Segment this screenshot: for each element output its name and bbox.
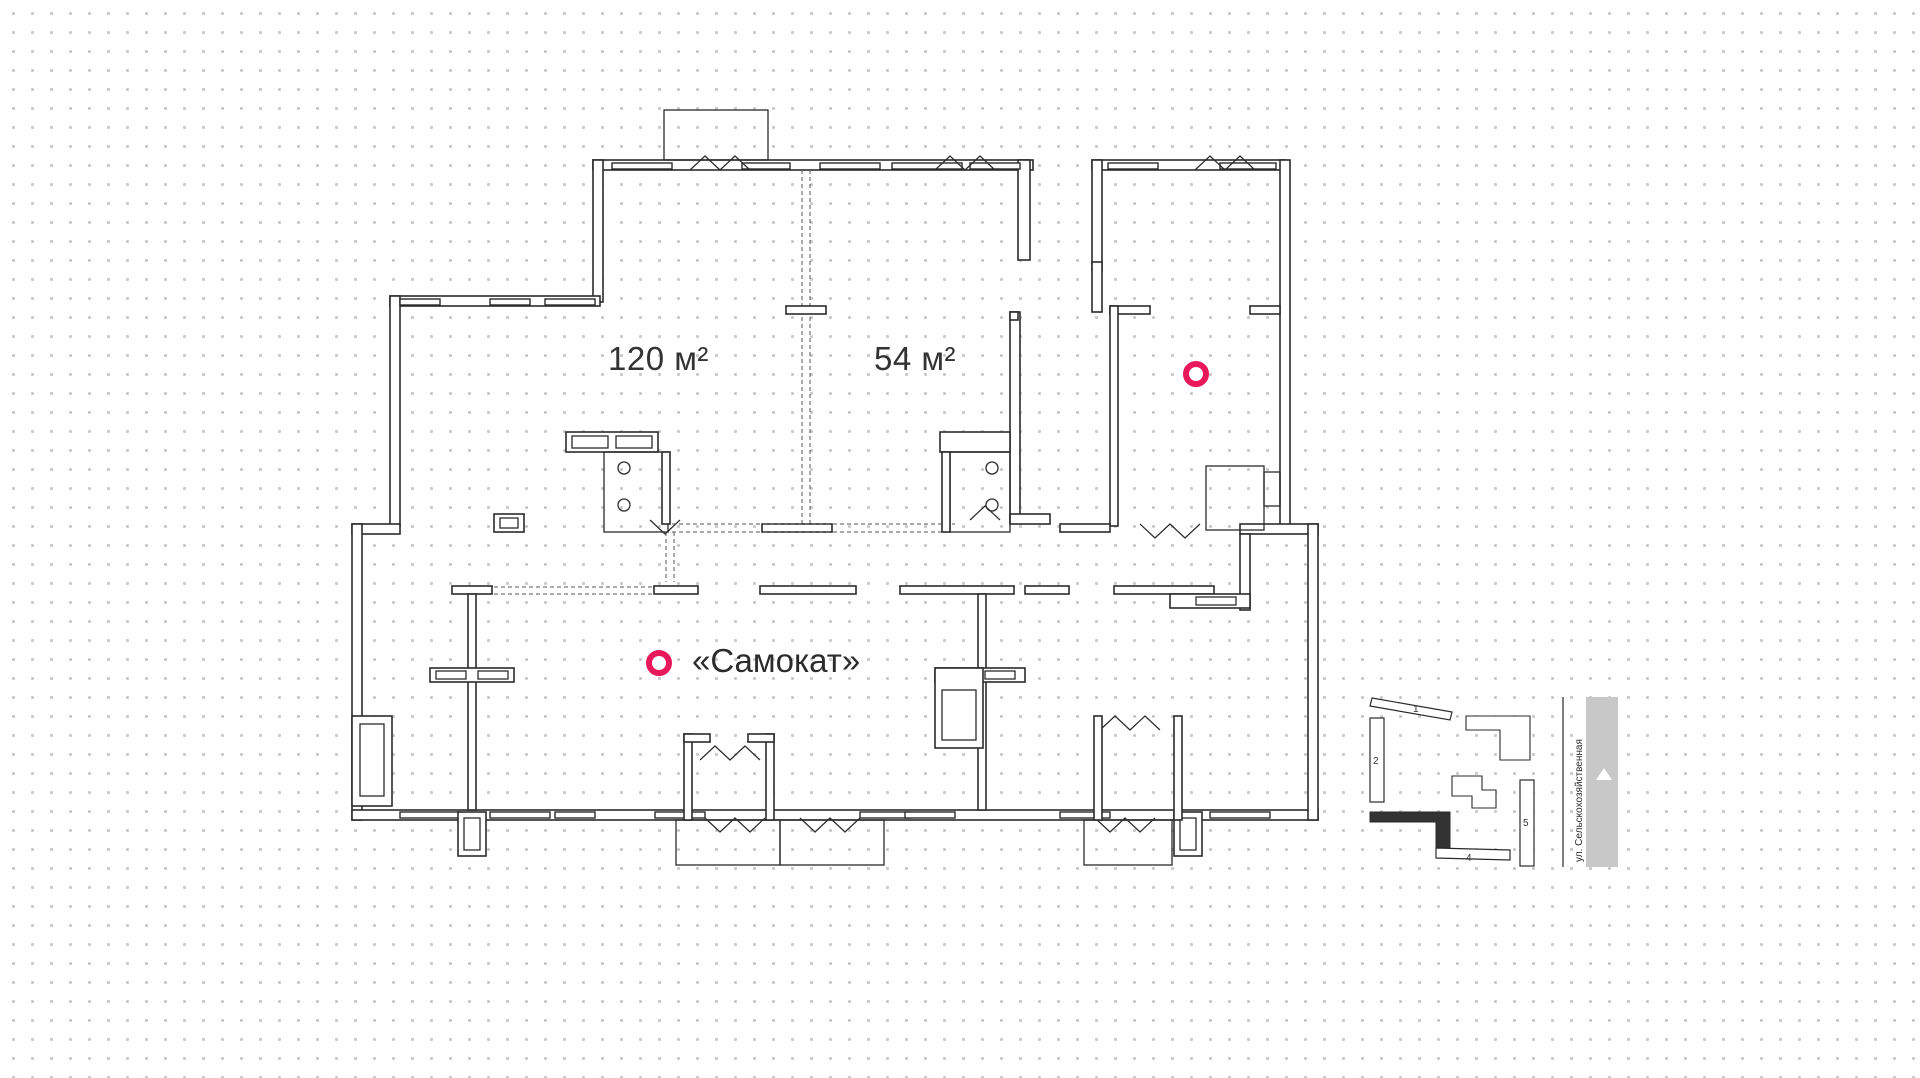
building-5: 5: [1519, 779, 1535, 867]
outer-walls: [351, 159, 1319, 821]
room-area-label-small: 54 м²: [874, 340, 957, 377]
building-1: 1: [1369, 697, 1453, 721]
svg-text:4: 4: [1466, 853, 1472, 864]
street-band: [1586, 697, 1618, 867]
north-arrow-icon: [1596, 768, 1612, 780]
svg-text:1: 1: [1413, 704, 1419, 715]
partitions: [429, 170, 1281, 821]
svg-text:2: 2: [1373, 756, 1379, 767]
site-plan: 1 2 3 4 5: [1369, 697, 1618, 867]
restrooms: [493, 431, 1011, 533]
building-4: 4: [1435, 847, 1511, 864]
svg-text:3: 3: [1408, 813, 1414, 824]
svg-text:5: 5: [1523, 818, 1529, 829]
top-windows: [399, 162, 1277, 819]
porches: [351, 109, 1203, 866]
doors: [649, 155, 1256, 833]
samokat-logo-icon: [646, 650, 672, 676]
tenant-name: «Самокат»: [692, 642, 861, 679]
room-area-label-large: 120 м²: [608, 340, 709, 377]
building-2: 2: [1369, 717, 1385, 803]
samokat-logo-icon: [1183, 361, 1209, 387]
street-name: ул. Сельскохозяйственная: [1574, 739, 1585, 862]
building-3-highlighted: 3: [1369, 811, 1451, 849]
